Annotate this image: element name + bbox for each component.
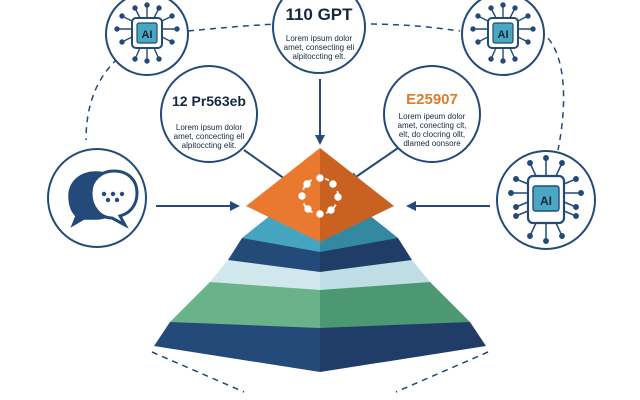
dashed-connector-top xyxy=(187,23,283,32)
node-mid-right-line-4: dlamed oonsore xyxy=(403,139,461,148)
node-top-left-chip: AI xyxy=(105,0,189,76)
node-mid-right-line-1: Lorem ipeum dolor xyxy=(399,112,466,121)
dashed-connector-right xyxy=(539,30,565,151)
node-mid-left-title: 12 Pr563eb xyxy=(172,93,246,109)
node-mid-left-line-2: amet, concecting ell xyxy=(174,132,245,141)
node-right-chip: AI xyxy=(496,150,596,250)
node-top-center-line-1: Lorem ipsum dolor xyxy=(286,34,353,43)
dashed-connector-top-right xyxy=(359,23,461,32)
dashed-connector-bottom-right xyxy=(395,351,489,393)
node-top-center-line-2: amet, consecting eli xyxy=(284,43,355,52)
node-top-center: 110 GPT Lorem ipsum dolor amet, consecti… xyxy=(272,0,366,74)
node-chat xyxy=(47,148,147,248)
ai-chip-icon xyxy=(470,2,536,64)
pyramid-cap-right xyxy=(320,148,394,242)
top-left-chip-label: AI xyxy=(142,29,153,41)
node-top-right-chip: AI xyxy=(461,0,545,76)
ai-chip-icon xyxy=(508,155,584,244)
ai-chip-icon xyxy=(114,2,180,64)
node-mid-right-title: E25907 xyxy=(406,91,458,108)
pyramid-cap-left xyxy=(246,148,320,242)
node-mid-right: E25907 Lorem ipeum dolor amet, conecting… xyxy=(383,65,481,163)
top-right-chip-label: AI xyxy=(498,29,509,41)
node-top-center-line-3: alpitoccting elt. xyxy=(293,52,346,61)
chat-bubbles-icon xyxy=(68,169,139,229)
node-mid-left-line-3: alpitoccting elit. xyxy=(182,141,237,150)
dashed-connector-bottom-left xyxy=(151,351,245,393)
right-chip-label: AI xyxy=(540,194,552,208)
node-top-center-title: 110 GPT xyxy=(285,5,353,24)
arrow-mid-right-to-pyramid xyxy=(348,147,399,183)
node-mid-right-line-2: amet, conecting clt, xyxy=(398,121,467,130)
node-mid-left-line-1: Lorem ipsum dolor xyxy=(176,123,243,132)
pyramid xyxy=(154,148,486,372)
network-ring-icon xyxy=(298,174,342,218)
node-mid-left: 12 Pr563eb Lorem ipsum dolor amet, conce… xyxy=(160,65,258,163)
node-mid-right-line-3: elt, do clocring ollt, xyxy=(399,130,465,139)
